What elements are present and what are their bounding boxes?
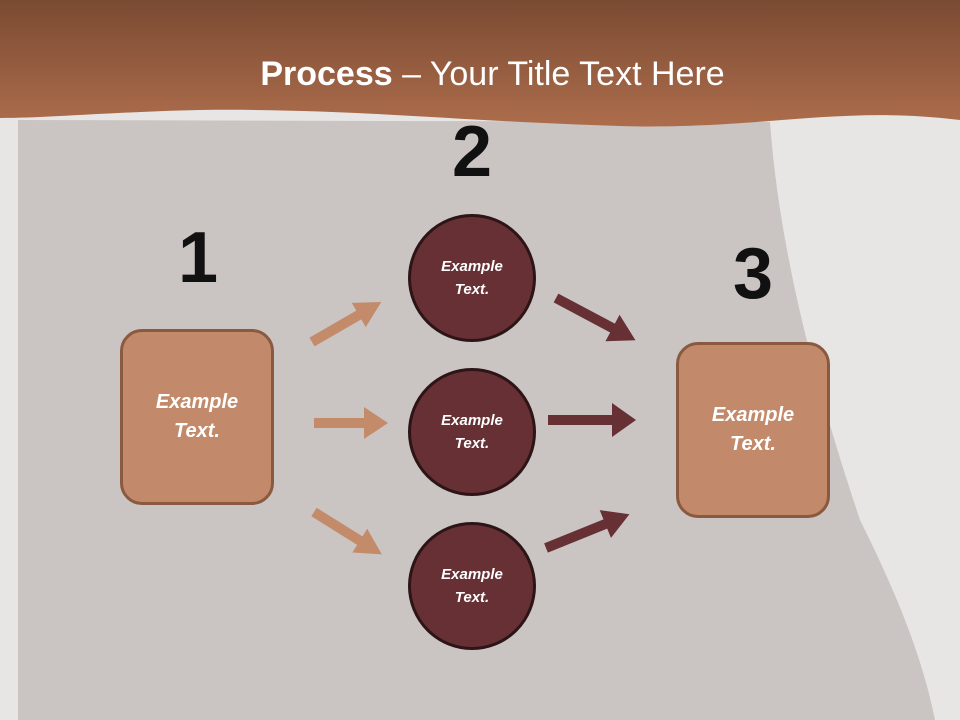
arrow-down-right-dark — [553, 293, 636, 342]
circle-bottom: Example Text. — [408, 522, 536, 650]
title-strong: Process — [260, 55, 393, 93]
circle-middle: Example Text. — [408, 368, 536, 496]
circle-top-label: Example Text. — [441, 258, 503, 298]
arrow-right-light — [314, 407, 388, 439]
left-box-label: Example Text. — [155, 391, 239, 442]
step-number-1: 1 — [177, 218, 219, 298]
arrow-up-right-light — [309, 302, 382, 347]
left-process-box: Example Text. — [120, 329, 274, 505]
arrow-up-right-dark — [544, 510, 630, 553]
right-process-box: Example Text. — [676, 342, 830, 518]
page-title: Process – Your Title Text Here — [0, 52, 960, 96]
circle-top: Example Text. — [408, 214, 536, 342]
right-box-label: Example Text. — [711, 404, 795, 455]
arrow-right-dark — [548, 403, 636, 437]
step-number-3: 3 — [732, 234, 774, 314]
title-rest: – Your Title Text Here — [392, 55, 725, 93]
arrow-down-right-light — [311, 507, 382, 555]
header-band — [0, 0, 960, 127]
step-number-2: 2 — [451, 112, 493, 192]
circle-middle-label: Example Text. — [441, 412, 503, 452]
circle-bottom-label: Example Text. — [441, 566, 503, 606]
